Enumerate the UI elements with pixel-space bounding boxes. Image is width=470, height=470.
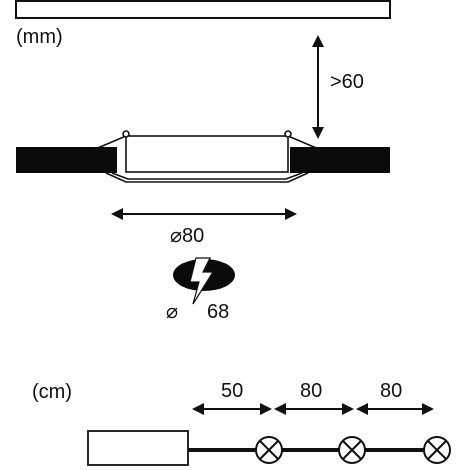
cable-length-arrows <box>192 403 434 415</box>
lamp-cross-icon <box>338 436 366 464</box>
cable-length-first: 50 <box>221 380 243 402</box>
mm-unit-label: (mm) <box>16 26 63 48</box>
lamp-cross-icon <box>255 436 283 464</box>
lightning-bolt-icon <box>173 257 235 305</box>
ceiling-cross-section <box>16 147 390 173</box>
upper-ceiling-board <box>15 0 391 19</box>
cable-length-third: 80 <box>380 380 402 402</box>
lamp-cross-icon <box>423 436 451 464</box>
light-cutout-diameter-label: 68 <box>207 301 229 323</box>
cm-unit-label: (cm) <box>32 381 72 403</box>
cable-length-second: 80 <box>300 380 322 402</box>
cutout-dimension-arrow <box>111 208 297 220</box>
recessed-fixture <box>92 130 322 183</box>
cutout-diameter-label: ⌀80 <box>170 225 204 247</box>
clearance-label: >60 <box>330 71 364 93</box>
transformer-box <box>87 430 189 466</box>
clearance-arrow <box>312 35 324 139</box>
light-cutout-diameter-symbol: ⌀ <box>166 301 178 323</box>
